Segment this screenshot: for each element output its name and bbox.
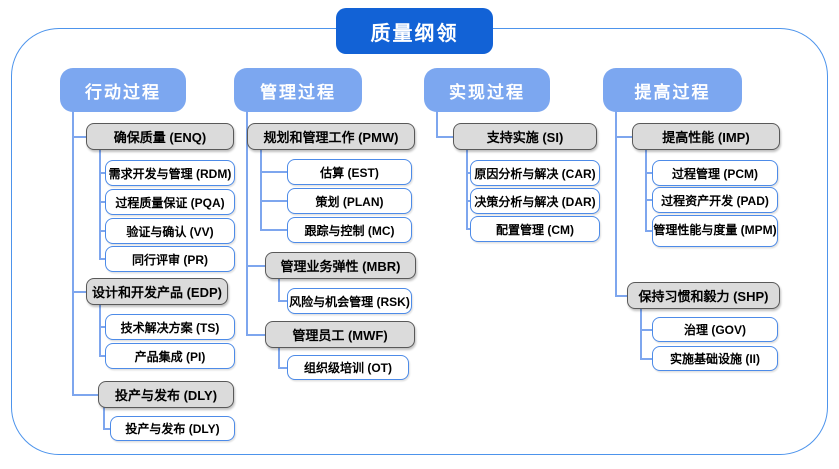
connector-line [615, 111, 617, 297]
node-gov: 治理 (GOV) [652, 317, 778, 342]
connector-line [640, 357, 653, 360]
connector-line [99, 201, 106, 203]
connector-line [640, 308, 642, 360]
connector-line [615, 294, 628, 297]
connector-line [260, 149, 262, 231]
connector-line [466, 172, 471, 174]
column-header-management-process: 管理过程 [234, 68, 362, 112]
connector-line [72, 290, 87, 293]
node-mwf: 管理员工 (MWF) [265, 321, 415, 348]
node-pad: 过程资产开发 (PAD) [652, 187, 778, 213]
connector-line [466, 228, 471, 230]
connector-line [103, 407, 105, 430]
connector-line [260, 229, 288, 231]
connector-line [99, 230, 106, 232]
node-est: 估算 (EST) [287, 159, 412, 185]
node-car: 原因分析与解决 (CAR) [470, 160, 600, 186]
connector-line [260, 171, 288, 173]
node-plan: 策划 (PLAN) [287, 188, 412, 214]
connector-line [466, 149, 468, 230]
title-box: 质量纲领 [336, 8, 493, 54]
connector-line [278, 347, 280, 369]
connector-line [99, 326, 106, 328]
node-mbr: 管理业务弹性 (MBR) [265, 252, 416, 279]
column-header-improvement-process: 提高过程 [603, 68, 742, 112]
node-pcm: 过程管理 (PCM) [652, 160, 778, 186]
connector-line [436, 111, 438, 138]
connector-line [99, 149, 101, 260]
node-mpm: 管理性能与度量 (MPM) [652, 215, 778, 247]
node-mc: 跟踪与控制 (MC) [287, 217, 412, 243]
node-enq: 确保质量 (ENQ) [86, 123, 234, 150]
column-header-action-process: 行动过程 [60, 68, 186, 112]
node-edp: 设计和开发产品 (EDP) [86, 278, 228, 305]
node-pi: 产品集成 (PI) [105, 343, 235, 369]
node-ot: 组织级培训 (OT) [287, 355, 409, 380]
connector-line [645, 172, 653, 174]
connector-line [645, 149, 647, 232]
node-shp: 保持习惯和毅力 (SHP) [627, 282, 780, 309]
node-pr: 同行评审 (PR) [105, 246, 235, 272]
node-si: 支持实施 (SI) [453, 123, 597, 150]
connector-line [99, 172, 106, 174]
connector-line [615, 135, 633, 138]
column-header-implementation-process: 实现过程 [424, 68, 550, 112]
connector-line [278, 278, 280, 302]
connector-line [466, 200, 471, 202]
node-cm: 配置管理 (CM) [470, 216, 600, 242]
node-pqa: 过程质量保证 (PQA) [105, 189, 235, 215]
connector-line [99, 304, 101, 357]
node-ii: 实施基础设施 (II) [652, 346, 778, 371]
node-dar: 决策分析与解决 (DAR) [470, 188, 600, 214]
node-imp: 提高性能 (IMP) [632, 123, 780, 150]
connector-line [246, 111, 248, 336]
connector-line [436, 135, 454, 138]
connector-line [260, 200, 288, 202]
connector-line [278, 300, 288, 302]
connector-line [645, 230, 653, 232]
connector-line [103, 427, 111, 430]
connector-line [72, 111, 74, 396]
connector-line [640, 328, 653, 331]
node-dly-child: 投产与发布 (DLY) [110, 416, 235, 441]
connector-line [246, 264, 266, 267]
node-dly: 投产与发布 (DLY) [98, 381, 234, 408]
node-vv: 验证与确认 (VV) [105, 218, 235, 244]
node-rdm: 需求开发与管理 (RDM) [105, 160, 235, 186]
node-ts: 技术解决方案 (TS) [105, 314, 235, 340]
connector-line [72, 135, 87, 138]
node-rsk: 风险与机会管理 (RSK) [287, 288, 412, 314]
connector-line [99, 355, 106, 357]
connector-line [278, 366, 288, 369]
connector-line [99, 258, 106, 260]
connector-line [246, 333, 266, 336]
connector-line [72, 393, 99, 396]
node-pmw: 规划和管理工作 (PMW) [247, 123, 415, 150]
connector-line [645, 199, 653, 201]
